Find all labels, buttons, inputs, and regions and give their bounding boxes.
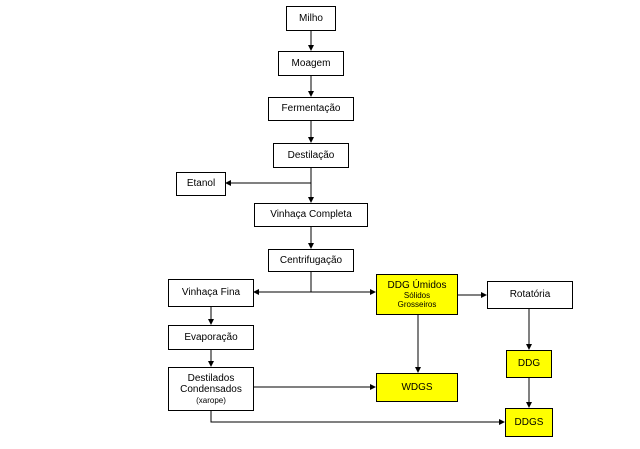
- node-moagem: Moagem: [278, 51, 344, 76]
- arrow-xarope-ddgs: [210, 411, 505, 425]
- node-destilacao: Destilação: [273, 143, 349, 168]
- node-destilados-condensados: Destilados Condensados (xarope): [168, 367, 254, 411]
- node-milho-label: Milho: [299, 12, 323, 24]
- node-destilados-line2: Condensados: [180, 384, 242, 396]
- node-vinhaca-completa: Vinhaça Completa: [254, 203, 368, 227]
- node-fermentacao-label: Fermentação: [281, 103, 341, 115]
- node-destilados-line1: Destilados: [187, 372, 235, 384]
- node-ddg-umidos-line1: DDG Úmidos: [387, 279, 447, 291]
- node-rotatoria-label: Rotatória: [509, 289, 551, 301]
- node-destilacao-label: Destilação: [287, 149, 335, 161]
- node-vinhaca-fina-label: Vinhaça Fina: [181, 287, 241, 299]
- node-moagem-label: Moagem: [291, 57, 331, 69]
- node-ddgs: DDGS: [505, 408, 553, 437]
- node-ddg: DDG: [506, 350, 552, 378]
- node-ddg-label: DDG: [517, 358, 541, 370]
- node-ddg-umidos-line3: Grosseiros: [397, 300, 437, 310]
- node-etanol: Etanol: [176, 172, 226, 196]
- node-wdgs: WDGS: [376, 373, 458, 402]
- node-vinhaca-fina: Vinhaça Fina: [168, 279, 254, 307]
- node-milho: Milho: [286, 6, 336, 31]
- node-vinhaca-completa-label: Vinhaça Completa: [270, 209, 352, 221]
- node-ddg-umidos: DDG Úmidos Sólidos Grosseiros: [376, 274, 458, 315]
- node-centrifugacao-label: Centrifugação: [279, 254, 343, 266]
- node-centrifugacao: Centrifugação: [268, 249, 354, 272]
- node-ddg-umidos-line2: Sólidos: [403, 291, 431, 301]
- node-rotatoria: Rotatória: [487, 281, 573, 309]
- node-wdgs-label: WDGS: [401, 381, 433, 393]
- node-evaporacao-label: Evaporação: [184, 331, 238, 343]
- node-fermentacao: Fermentação: [268, 97, 354, 121]
- node-etanol-label: Etanol: [186, 178, 216, 190]
- node-evaporacao: Evaporação: [168, 325, 254, 350]
- node-destilados-note: (xarope): [196, 395, 226, 405]
- node-ddgs-label: DDGS: [514, 416, 544, 428]
